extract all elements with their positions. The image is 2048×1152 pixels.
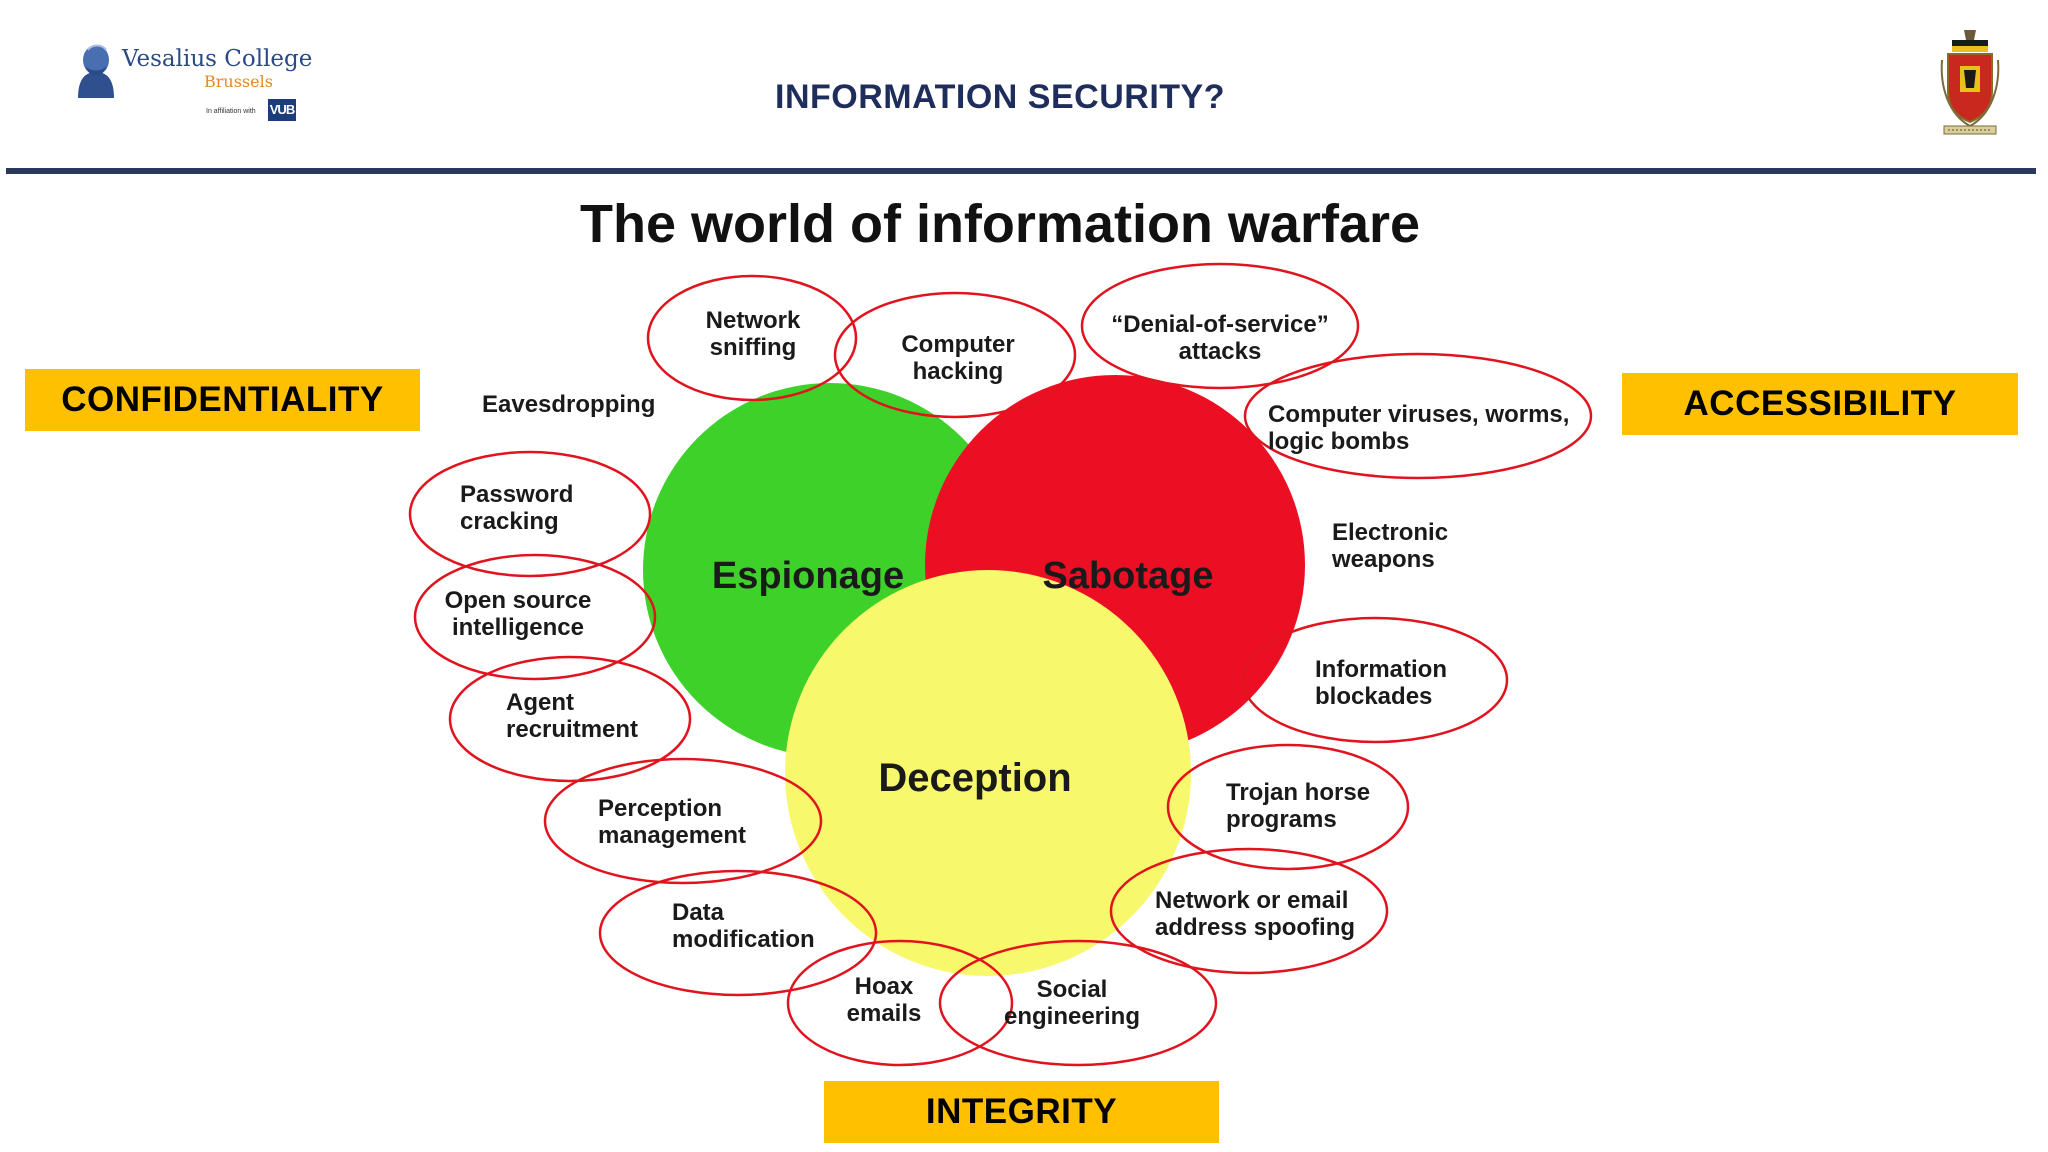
technique-ellipses (408, 262, 1593, 1067)
address-spoofing-line: address spoofing (1155, 914, 1355, 941)
open-source-intel-ellipse (413, 553, 657, 681)
logo-name: Vesalius College (122, 46, 313, 72)
vub-logo: VUB (268, 99, 296, 121)
network-sniffing-line: sniffing (710, 334, 797, 361)
trojan-horse-line: Trojan horse (1226, 779, 1370, 806)
integrity-label: INTEGRITY (824, 1081, 1219, 1143)
password-cracking-line: Password (460, 481, 573, 508)
hoax-emails-line: Hoax (855, 973, 914, 1000)
computer-viruses-label: Computer viruses, worms,logic bombs (1268, 401, 1569, 455)
perception-mgmt-line: Perception (598, 795, 722, 822)
computer-viruses-line: Computer viruses, worms, (1268, 401, 1569, 428)
network-sniffing-line: Network (706, 307, 801, 334)
coat-of-arms-crest-icon (1940, 30, 2000, 135)
confidentiality-label: CONFIDENTIALITY (25, 369, 420, 431)
diagram-title: The world of information warfare (580, 194, 1420, 254)
password-cracking-line: cracking (460, 508, 559, 535)
eavesdropping-label: Eavesdropping (482, 391, 655, 418)
denial-of-service-line: attacks (1179, 338, 1262, 365)
address-spoofing-ellipse (1109, 847, 1389, 975)
trojan-horse-line: programs (1226, 806, 1337, 833)
electronic-weapons-line: weapons (1331, 546, 1435, 573)
perception-mgmt-ellipse (543, 757, 823, 885)
deception-circle (785, 570, 1191, 976)
data-modification-line: modification (672, 926, 815, 953)
information-blockades-ellipse (1241, 616, 1509, 744)
trojan-horse-ellipse (1166, 743, 1410, 871)
header-divider (6, 168, 2036, 174)
deception-label: Deception (878, 756, 1071, 800)
social-engineering-line: Social (1037, 976, 1108, 1003)
open-source-intel-line: Open source (445, 587, 592, 614)
espionage-label: Espionage (712, 555, 904, 597)
information-warfare-diagram: The world of information warfare Espiona… (408, 194, 1593, 1067)
logo-city: Brussels (204, 72, 273, 91)
computer-hacking-line: hacking (913, 358, 1004, 385)
computer-hacking-ellipse (833, 291, 1077, 419)
password-cracking-ellipse (408, 450, 652, 578)
hoax-emails-line: emails (847, 1000, 922, 1027)
social-engineering-ellipse (938, 939, 1218, 1067)
vesalius-portrait-icon (78, 44, 114, 98)
page-title: INFORMATION SECURITY? (775, 78, 1225, 116)
perception-mgmt-line: management (598, 822, 746, 849)
agent-recruitment-line: recruitment (506, 716, 638, 743)
network-sniffing-ellipse (646, 274, 858, 402)
agent-recruitment-ellipse (448, 655, 692, 783)
denial-of-service-line: “Denial-of-service” (1111, 311, 1328, 338)
information-blockades-line: Information (1315, 656, 1447, 683)
computer-hacking-line: Computer (901, 331, 1014, 358)
denial-of-service-ellipse (1080, 262, 1360, 390)
data-modification-ellipse (598, 869, 878, 997)
vesalius-college-logo: Vesalius College Brussels In affiliation… (70, 36, 313, 128)
computer-viruses-ellipse (1243, 352, 1593, 480)
accessibility-label: ACCESSIBILITY (1622, 373, 2018, 435)
hoax-emails-ellipse (786, 939, 1014, 1067)
agent-recruitment-line: Agent (506, 689, 574, 716)
eavesdropping-line: Eavesdropping (482, 391, 655, 418)
address-spoofing-line: Network or email (1155, 887, 1348, 914)
sabotage-label: Sabotage (1042, 555, 1213, 597)
denial-of-service-label: “Denial-of-service”attacks (1111, 311, 1328, 365)
electronic-weapons-line: Electronic (1332, 519, 1448, 546)
computer-viruses-line: logic bombs (1268, 428, 1409, 455)
open-source-intel-line: intelligence (452, 614, 584, 641)
information-blockades-line: blockades (1315, 683, 1432, 710)
social-engineering-line: engineering (1004, 1003, 1140, 1030)
data-modification-line: Data (672, 899, 725, 926)
logo-affiliation: In affiliation with (206, 108, 256, 115)
